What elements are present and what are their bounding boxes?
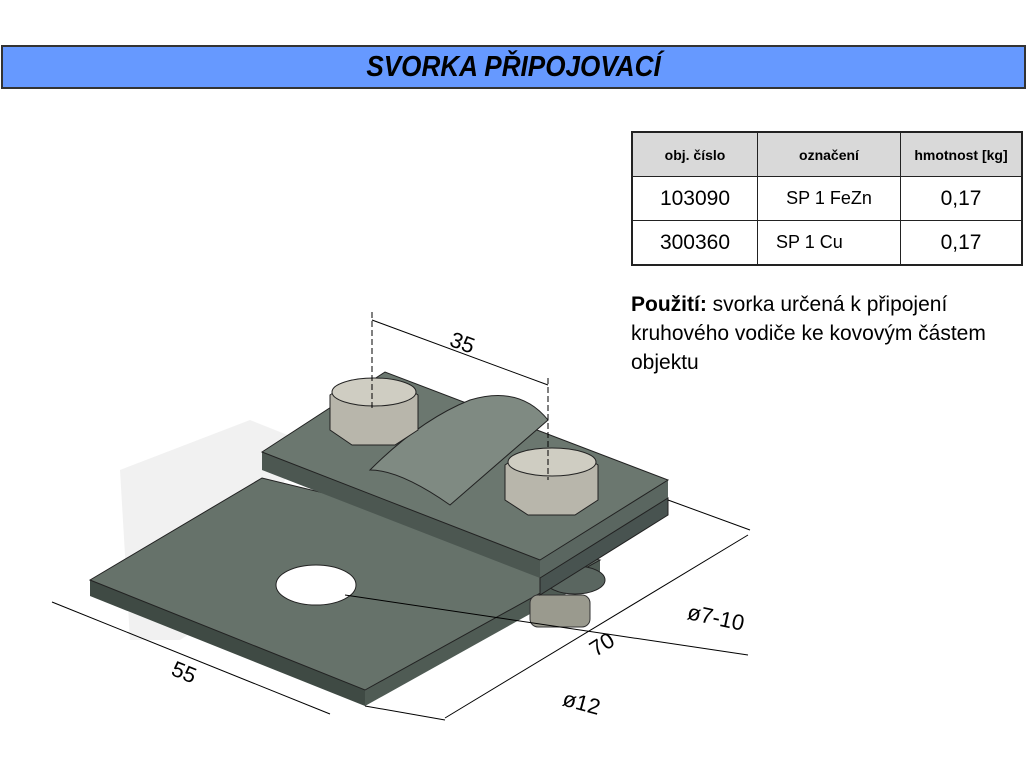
page-title: SVORKA PŘIPOJOVACÍ xyxy=(366,50,661,83)
dim-conductor-diameter: ø7-10 xyxy=(685,599,746,635)
title-bar: SVORKA PŘIPOJOVACÍ xyxy=(1,45,1026,89)
cell-weight: 0,17 xyxy=(900,176,1023,221)
usage-description: svorka určená k připojení kruhového vodi… xyxy=(631,293,986,374)
cell-number: 103090 xyxy=(631,176,758,221)
dim-hole-diameter: ø12 xyxy=(560,686,603,720)
usage-text: Použití: svorka určená k připojení kruho… xyxy=(631,290,1027,377)
hole xyxy=(275,564,357,606)
cell-designation: SP 1 Cu xyxy=(757,220,901,266)
dim-length: 70 xyxy=(585,627,619,661)
bolt-head-left xyxy=(329,377,419,446)
bolt-head-right xyxy=(504,447,599,516)
cell-designation: SP 1 FeZn xyxy=(757,176,901,221)
column-header: označení xyxy=(757,131,901,177)
cell-weight: 0,17 xyxy=(900,220,1023,266)
usage-label: Použití: xyxy=(631,293,707,316)
table-row: 300360 SP 1 Cu 0,17 xyxy=(631,220,1023,266)
product-table: obj. číslo označení hmotnost [kg] 103090… xyxy=(631,131,1023,266)
dim-bolt-spacing: 35 xyxy=(447,327,479,359)
dimension-lines xyxy=(51,312,751,721)
table-row: 103090 SP 1 FeZn 0,17 xyxy=(631,176,1023,221)
cell-number: 300360 xyxy=(631,220,758,266)
dim-width: 55 xyxy=(168,656,200,688)
